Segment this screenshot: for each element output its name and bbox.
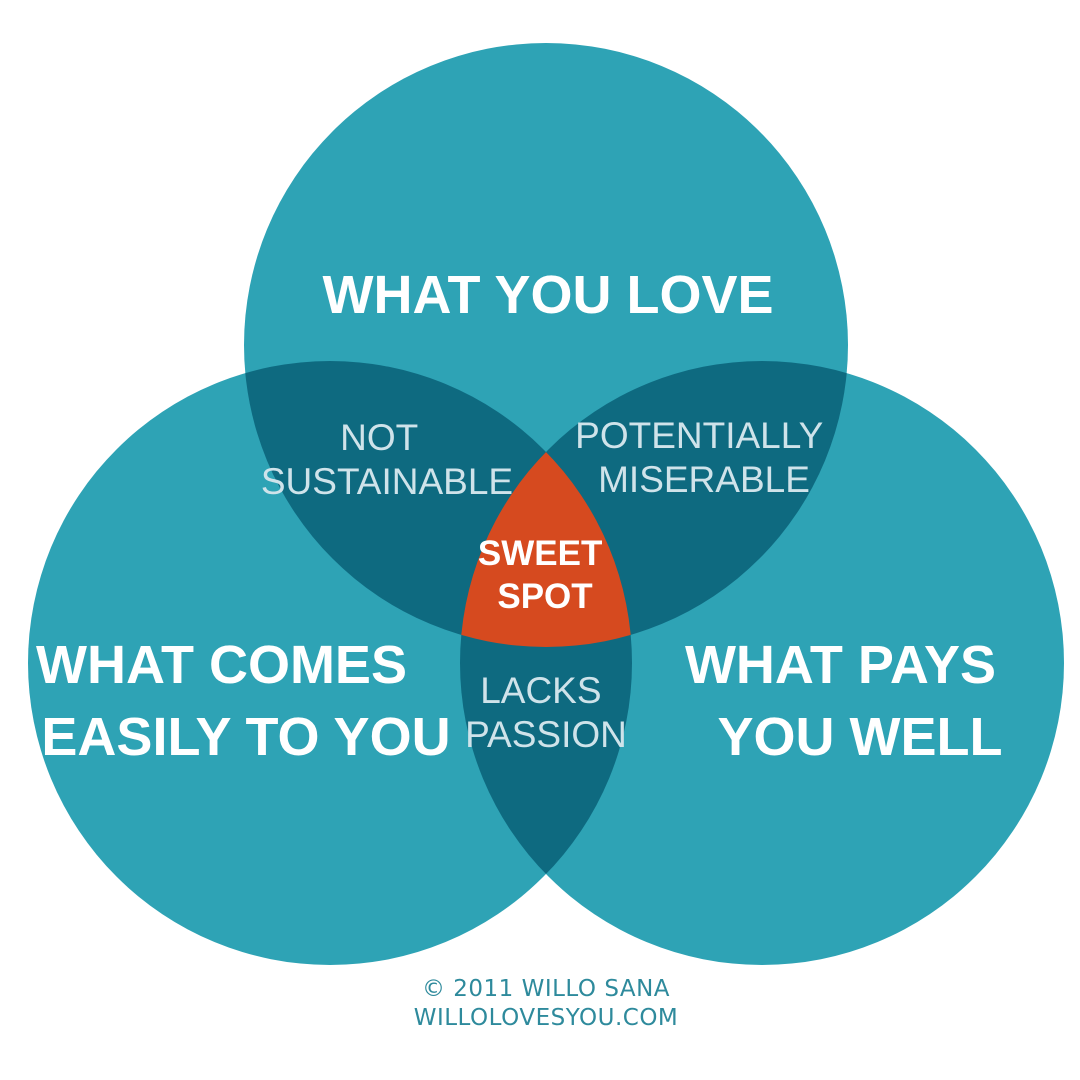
label-what-you-love: WHAT YOU LOVE (322, 265, 773, 325)
label-potentially-miserable: POTENTIALLY MISERABLE (575, 415, 833, 500)
label-what-pays-well: WHAT PAYS YOU WELL (685, 635, 1011, 767)
overlap-top-left (244, 361, 632, 647)
label-what-comes-easily: WHAT COMES EASILY TO YOU (36, 635, 451, 767)
label-sweet-spot: SWEET SPOT (478, 534, 612, 616)
credit-website: WILLOLOVESYOU.COM (414, 1005, 679, 1031)
credit-copyright: © 2011 WILLO SANA (422, 976, 670, 1002)
overlap-top-right (460, 361, 848, 647)
label-not-sustainable: NOT SUSTAINABLE (261, 417, 513, 502)
label-lacks-passion: LACKS PASSION (465, 670, 627, 755)
